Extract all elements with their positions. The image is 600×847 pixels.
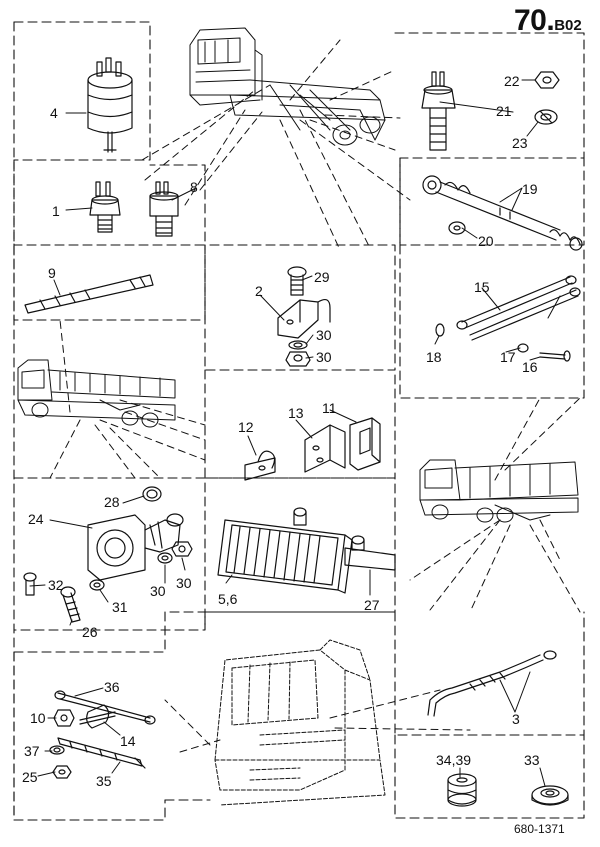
part-30-hexnut <box>171 541 193 557</box>
part-28-bolt <box>287 266 307 296</box>
part-10-housing <box>349 417 381 471</box>
part-1-switch <box>89 181 121 233</box>
callout-17: 18 <box>426 349 442 365</box>
part-29-lockwasher <box>157 552 173 564</box>
part-12-bracket <box>304 424 346 473</box>
callout-3: 3 <box>512 711 520 727</box>
callout-22: 23 <box>512 135 528 151</box>
part-30-nut <box>285 351 311 367</box>
part-27-cap <box>142 486 162 502</box>
part-17-pin <box>435 323 445 337</box>
part-32-screw <box>23 572 37 596</box>
part-20-sensor <box>421 71 456 151</box>
part-15-bolt <box>539 350 571 362</box>
callout-20: 21 <box>496 103 512 119</box>
callout-10: 11 <box>322 400 337 416</box>
page-number-main: 70. <box>514 4 555 37</box>
part-13-clamp <box>79 704 116 729</box>
part-29-washer <box>288 340 308 350</box>
callout-34-39: 34,39 <box>436 752 471 768</box>
callout-28: 29 <box>314 269 330 285</box>
part-18-rod <box>422 175 583 251</box>
callout-33: 33 <box>524 752 540 768</box>
callout-25: 26 <box>82 624 98 640</box>
callout-8: 9 <box>48 265 56 281</box>
callout-15: 16 <box>522 359 538 375</box>
callout-31: 31 <box>112 599 128 615</box>
part-31-washer <box>89 579 105 591</box>
callout-19: 20 <box>478 233 494 249</box>
callout-labels: 4 1 8 9 2 29 30 30 12 13 11 22 21 23 19 … <box>22 73 540 789</box>
callout-35: 35 <box>96 773 112 789</box>
callout-leaders <box>29 79 561 787</box>
callout-4: 4 <box>50 105 58 121</box>
truck-left-drawing <box>17 359 176 428</box>
part-4-solenoid <box>87 57 133 153</box>
callout-23: 24 <box>28 511 44 527</box>
part-9-nut <box>53 709 75 727</box>
part-5-6-lamp <box>217 519 353 594</box>
truck-cab-top-drawing <box>189 27 386 146</box>
callout-12: 13 <box>288 405 304 421</box>
part-35-strap <box>57 737 146 769</box>
callout-16: 17 <box>500 349 516 365</box>
callout-1: 1 <box>52 203 60 219</box>
part-36-rod <box>54 690 156 725</box>
part-25-bolt <box>60 586 81 623</box>
part-33-grommet <box>531 785 569 806</box>
callout-32: 32 <box>48 577 64 593</box>
part-24-nut <box>52 765 72 779</box>
section-borders <box>13 21 585 821</box>
callout-21: 22 <box>504 73 520 89</box>
callout-36: 36 <box>104 679 120 695</box>
callout-26: 27 <box>364 597 380 613</box>
callout-14: 15 <box>474 279 490 295</box>
callout-27: 28 <box>104 494 120 510</box>
drawing-number: 680-1371 <box>514 822 565 836</box>
part-14-rod <box>456 275 577 330</box>
page-number: 70.B02 <box>514 4 582 38</box>
part-38-rod <box>469 287 581 341</box>
truck-right-drawing <box>419 459 579 523</box>
truck-cab-front-drawing <box>214 639 386 806</box>
part-21-nut <box>534 71 560 89</box>
part-3-cable <box>427 650 557 717</box>
callout-30-socket: 30 <box>176 575 192 591</box>
callout-29-socket: 30 <box>150 583 166 599</box>
leader-lines <box>49 39 581 753</box>
part-23-socket <box>87 513 184 581</box>
part-2-bracket <box>277 298 331 339</box>
callout-24: 25 <box>22 769 38 785</box>
callout-30-bracket: 30 <box>316 349 332 365</box>
callout-5-6: 5,6 <box>218 591 238 607</box>
part-34-39-grommet <box>447 773 477 807</box>
callout-29: 30 <box>316 327 332 343</box>
part-26-bracket <box>293 507 396 571</box>
part-7-switch <box>149 181 179 237</box>
part-22-washer <box>534 109 558 125</box>
page-section-suffix: B02 <box>554 17 582 34</box>
part-19-ring <box>448 221 466 235</box>
callout-7: 8 <box>190 179 198 195</box>
part-37-washer <box>49 745 65 755</box>
part-8-strap <box>24 274 154 314</box>
callout-9: 10 <box>30 710 46 726</box>
part-11-bracket <box>244 450 276 481</box>
callout-37: 37 <box>24 743 40 759</box>
callout-13: 14 <box>120 733 136 749</box>
callout-18: 19 <box>522 181 538 197</box>
callout-11: 12 <box>238 419 254 435</box>
part-16-washer <box>517 343 529 353</box>
callout-2: 2 <box>255 283 263 299</box>
